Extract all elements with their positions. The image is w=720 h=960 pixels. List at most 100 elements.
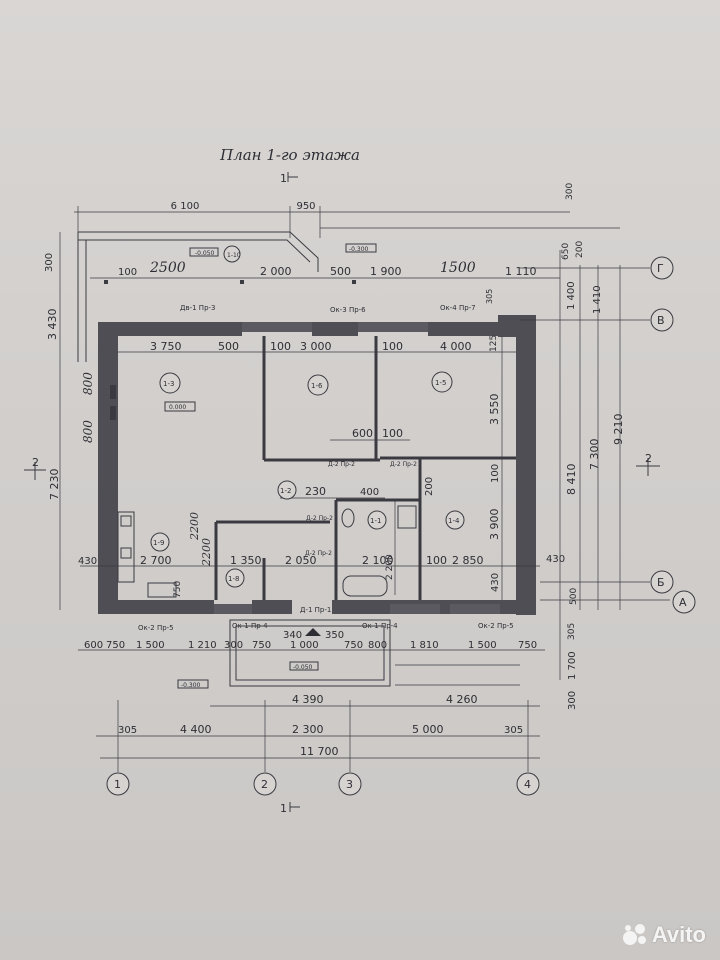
svg-text:750: 750 <box>173 581 183 598</box>
axis-v: В <box>650 308 674 332</box>
svg-text:800: 800 <box>368 640 387 651</box>
svg-text:2: 2 <box>261 778 268 791</box>
top-opening-labels: Дв-1 Пр-3 Ок-3 Пр-6 Ок-4 Пр-7 305 <box>180 289 494 314</box>
svg-text:3 550: 3 550 <box>488 394 501 426</box>
svg-text:Д-1 Пр-1: Д-1 Пр-1 <box>300 606 331 614</box>
svg-text:600: 600 <box>352 427 373 440</box>
svg-text:1-10: 1-10 <box>227 252 241 259</box>
svg-text:430: 430 <box>490 573 501 592</box>
plan-title: План 1-го этажа <box>219 146 360 164</box>
svg-text:2200: 2200 <box>200 538 213 567</box>
svg-text:500: 500 <box>218 340 239 353</box>
svg-text:400: 400 <box>360 487 379 498</box>
svg-text:1-9: 1-9 <box>153 539 164 547</box>
svg-text:2 300: 2 300 <box>292 723 324 736</box>
svg-text:100: 100 <box>382 427 403 440</box>
svg-text:4 260: 4 260 <box>446 693 478 706</box>
bottom-dims: 600 750 1 500 1 210 300 750 1 000 750 80… <box>78 640 545 772</box>
door-labels: Д-2 Пр-2 Д-2 Пр-2 Д-2 Пр-2 Д-2 Пр-2 <box>305 461 417 557</box>
interior-dims: 3 750 500 100 3 000 100 4 000 125 3 550 … <box>78 335 565 600</box>
svg-text:300: 300 <box>44 253 55 272</box>
watermark-text: Avito <box>651 922 706 947</box>
svg-text:В: В <box>657 314 665 327</box>
svg-text:650: 650 <box>561 243 571 260</box>
section-mark-bottom: 1 <box>280 802 300 815</box>
bottom-axes: 1 2 3 4 <box>106 772 540 796</box>
svg-text:430: 430 <box>78 556 97 567</box>
svg-text:1: 1 <box>280 802 287 815</box>
svg-text:2 100: 2 100 <box>362 554 394 567</box>
svg-text:4 390: 4 390 <box>292 693 324 706</box>
svg-text:4 000: 4 000 <box>440 340 472 353</box>
svg-text:300: 300 <box>567 691 578 710</box>
svg-text:1 410: 1 410 <box>592 285 603 314</box>
level-mark: -0.050 <box>195 250 215 257</box>
svg-text:2500: 2500 <box>149 260 186 276</box>
svg-text:200: 200 <box>575 241 585 258</box>
svg-text:А: А <box>679 596 687 609</box>
svg-text:1 350: 1 350 <box>230 554 262 567</box>
svg-text:Д-2 Пр-2: Д-2 Пр-2 <box>305 550 332 557</box>
axis-4: 4 <box>516 772 540 796</box>
svg-text:750: 750 <box>106 640 125 651</box>
svg-text:1-1: 1-1 <box>370 517 381 525</box>
left-dims: 300 3 430 7 230 800 800 2 <box>24 232 95 610</box>
row2-dims: 100 2500 2 000 500 1 900 1500 1 110 <box>104 260 537 284</box>
svg-text:300: 300 <box>224 640 243 651</box>
axis-3: 3 <box>338 772 362 796</box>
svg-text:100: 100 <box>490 464 501 483</box>
svg-text:340: 340 <box>283 630 302 641</box>
room-1-9: 1-9 <box>150 532 170 552</box>
svg-text:1 210: 1 210 <box>188 640 217 651</box>
svg-text:500: 500 <box>330 265 351 278</box>
axis-b: Б <box>650 570 674 594</box>
room-1-3: 1-3 0.000 <box>159 372 196 412</box>
room-1-8: 1-8 <box>225 568 245 588</box>
svg-text:Д-2 Пр-2: Д-2 Пр-2 <box>328 461 355 468</box>
svg-text:230: 230 <box>305 485 326 498</box>
svg-text:Ок-4 Пр-7: Ок-4 Пр-7 <box>440 304 476 312</box>
bathroom-fixtures <box>341 505 417 597</box>
dim-right-top: 300 <box>565 183 575 200</box>
svg-text:305: 305 <box>504 725 523 736</box>
svg-text:Ок-2 Пр-5: Ок-2 Пр-5 <box>478 622 514 630</box>
room-1-6: 1-6 <box>307 374 329 396</box>
dim-offset: 950 <box>296 201 315 212</box>
axis-1: 1 <box>106 772 130 796</box>
svg-text:Г: Г <box>657 262 664 275</box>
svg-text:800: 800 <box>81 372 95 395</box>
room-markers: 1-3 0.000 1-6 1-5 1-2 1-1 1-4 1-9 1-8 <box>150 371 465 588</box>
svg-text:100: 100 <box>426 554 447 567</box>
right-dims: 650 200 1 400 1 410 8 410 7 300 9 210 50… <box>520 241 696 710</box>
svg-text:1-6: 1-6 <box>311 382 323 390</box>
svg-text:1-4: 1-4 <box>448 517 460 525</box>
svg-text:750: 750 <box>518 640 537 651</box>
svg-text:600: 600 <box>84 640 103 651</box>
level-mark: -0.300 <box>349 246 369 253</box>
bottom-openings: Ок-2 Пр-5 Ок-1 Пр-4 Ок-1 Пр-4 Ок-2 Пр-5 … <box>138 606 520 689</box>
svg-text:1 700: 1 700 <box>567 651 578 680</box>
svg-text:2200: 2200 <box>188 512 201 541</box>
svg-text:3 750: 3 750 <box>150 340 182 353</box>
svg-text:305: 305 <box>118 725 137 736</box>
exterior-walls <box>98 315 536 615</box>
svg-text:1-5: 1-5 <box>435 379 446 387</box>
room-1-4: 1-4 <box>445 510 465 530</box>
overall-width: 11 700 <box>300 745 339 758</box>
top-dimension-lines: 6 100 950 300 <box>74 183 620 279</box>
svg-text:750: 750 <box>344 640 363 651</box>
terrace-top: -0.050 1-10 -0.300 <box>77 231 377 362</box>
svg-text:100: 100 <box>382 340 403 353</box>
svg-text:200: 200 <box>424 477 435 496</box>
svg-text:2 850: 2 850 <box>452 554 484 567</box>
svg-text:4: 4 <box>524 778 531 791</box>
svg-text:1: 1 <box>114 778 121 791</box>
avito-logo-icon <box>622 922 648 948</box>
svg-text:8 410: 8 410 <box>565 464 578 496</box>
svg-text:0.000: 0.000 <box>169 404 186 411</box>
axis-a: А <box>672 590 696 614</box>
svg-text:Б: Б <box>657 576 665 589</box>
room-1-5: 1-5 <box>431 371 453 393</box>
svg-text:7 230: 7 230 <box>48 469 61 501</box>
